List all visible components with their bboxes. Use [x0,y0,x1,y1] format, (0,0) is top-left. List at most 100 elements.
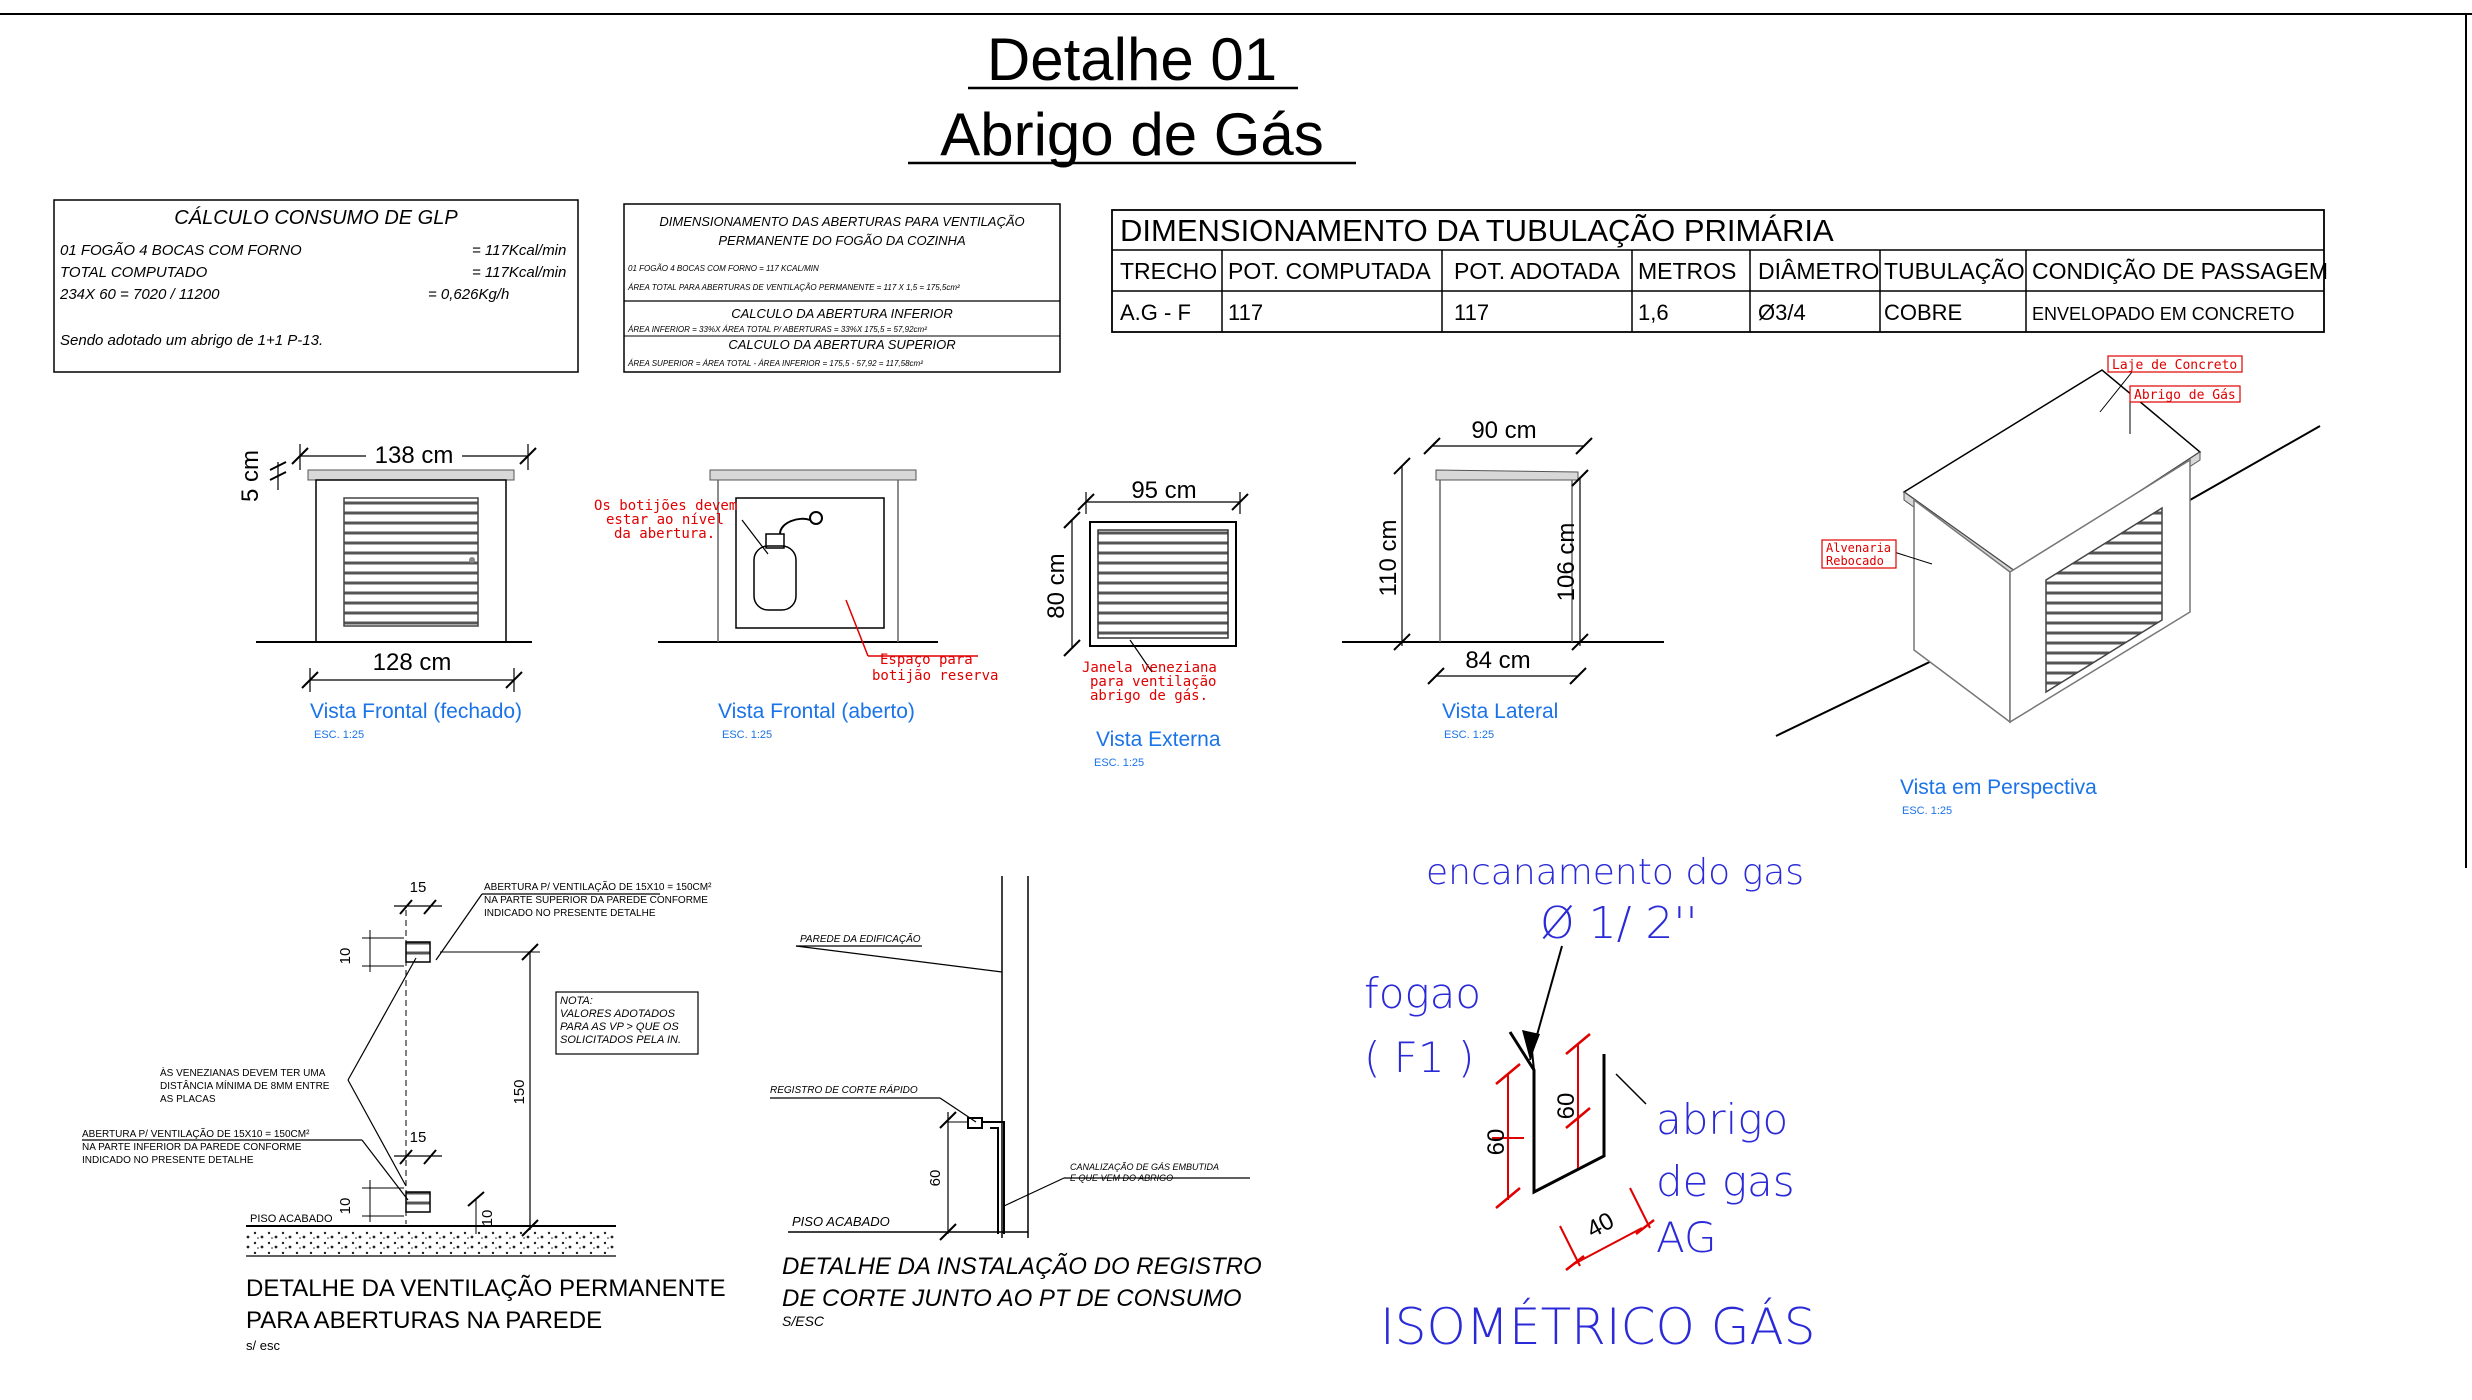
glp-heading: CÁLCULO CONSUMO DE GLP [174,206,458,229]
pipe-header-metros: METROS [1638,258,1736,284]
pipe-header-diametro: DIÂMETRO [1758,258,1879,284]
front-open-note2-l2: botijão reserva [872,668,998,684]
perspective-tag-laje: Laje de Concreto [2112,358,2237,373]
glp-row-3-value: = 0,626Kg/h [428,286,509,303]
iso-dim-60-left: 60 [1483,1129,1510,1156]
drawing-title-line1: Detalhe 01 [987,26,1277,93]
vent-callout-top-l3: INDICADO NO PRESENTE DETALHE [484,908,656,919]
pipe-cell-tubulacao: COBRE [1884,300,1962,325]
openings-superior-text: ÁREA SUPERIOR = ÁREA TOTAL - ÁREA INFERI… [627,359,923,368]
iso-shelter-label-l1: abrigo [1656,1095,1788,1144]
vent-distance-l3: AS PLACAS [160,1094,216,1105]
vent-callout-bottom-l2: NA PARTE INFERIOR DA PAREDE CONFORME [82,1142,302,1153]
vent-dim-15-bottom: 15 [410,1129,427,1146]
iso-stove-label-l2: ( F1 ) [1364,1033,1474,1082]
external-dim-top: 95 cm [1131,477,1196,504]
openings-inferior-text: ÁREA INFERIOR = 33%X ÁREA TOTAL P/ ABERT… [627,325,927,334]
vent-dim-10-top: 10 [337,948,354,965]
front-open-scale: ESC. 1:25 [722,729,772,741]
valve-dim-60: 60 [927,1170,944,1187]
drawing-title-line2: Abrigo de Gás [940,101,1324,168]
vent-dim-10-floor: 10 [479,1210,496,1227]
front-open-note1-l2: estar ao nível [606,512,724,528]
iso-pipe-label-l2: Ø 1/ 2'' [1540,898,1698,949]
pipe-cell-pot-adotada: 117 [1454,300,1489,325]
side-dim-top: 90 cm [1471,417,1536,444]
detail-permanent-ventilation: 15 10 ABERTURA P/ VENTILAÇÃO DE 15X10 = … [82,879,726,1353]
vent-dim-15-top: 15 [410,879,427,896]
glp-row-1-value: = 117Kcal/min [472,242,566,259]
vent-distance-l1: ÀS VENEZIANAS DEVEM TER UMA [160,1066,326,1079]
front-closed-dim-side: 5 cm [237,450,264,502]
iso-pipe-label-l1: encanamento do gas [1426,852,1804,893]
external-note-l1: Janela veneziana [1082,660,1217,676]
openings-superior-title: CALCULO DA ABERTURA SUPERIOR [728,337,955,352]
isometric-gas: encanamento do gas Ø 1/ 2'' fogao ( F1 )… [1364,852,1815,1356]
front-closed-dim-bottom: 128 cm [373,649,452,676]
valve-title-l2: DE CORTE JUNTO AO PT DE CONSUMO [782,1285,1242,1312]
front-closed-dim-top: 138 cm [375,442,454,469]
pipe-header-condicao: CONDIÇÃO DE PASSAGEM [2032,258,2328,284]
vent-callout-bottom-l1: ABERTURA P/ VENTILAÇÃO DE 15X10 = 150CM² [82,1127,310,1140]
glp-row-2-label: TOTAL COMPUTADO [60,264,208,281]
pipe-cell-metros: 1,6 [1638,300,1669,325]
vent-callout-bottom-l3: INDICADO NO PRESENTE DETALHE [82,1155,254,1166]
pipe-cell-condicao: ENVELOPADO EM CONCRETO [2032,304,2294,324]
pipe-header-pot-computada: POT. COMPUTADA [1228,258,1431,284]
valve-scale: S/ESC [782,1313,825,1329]
side-scale: ESC. 1:25 [1444,729,1494,741]
openings-heading-2: PERMANENTE DO FOGÃO DA COZINHA [718,233,965,248]
front-closed-scale: ESC. 1:25 [314,729,364,741]
pipe-header-pot-adotada: POT. ADOTADA [1454,258,1620,284]
openings-inferior-title: CALCULO DA ABERTURA INFERIOR [731,306,953,321]
valve-pipe-label-l1: CANALIZAÇÃO DE GÁS EMBUTIDA [1070,1162,1219,1172]
vent-note-l3: PARA AS VP > QUE OS [560,1021,679,1033]
view-front-open: Os botijões devem estar ao nível da aber… [594,469,998,741]
side-title: Vista Lateral [1442,700,1558,723]
iso-title: ISOMÉTRICO GÁS [1380,1297,1815,1356]
glp-row-1-label: 01 FOGÃO 4 BOCAS COM FORNO [60,242,302,259]
front-open-title: Vista Frontal (aberto) [718,700,915,723]
valve-title-l1: DETALHE DA INSTALAÇÃO DO REGISTRO [782,1253,1262,1280]
vent-callout-top-l2: NA PARTE SUPERIOR DA PAREDE CONFORME [484,895,708,906]
pipe-header-trecho: TRECHO [1120,258,1217,284]
external-scale: ESC. 1:25 [1094,757,1144,769]
pipe-cell-trecho: A.G - F [1120,300,1191,325]
valve-registry-label: REGISTRO DE CORTE RÁPIDO [770,1083,918,1096]
vent-scale: s/ esc [246,1338,280,1353]
external-note-l3: abrigo de gás. [1090,688,1208,704]
glp-row-2-value: = 117Kcal/min [472,264,566,281]
vent-title-l1: DETALHE DA VENTILAÇÃO PERMANENTE [246,1275,726,1302]
openings-sizing-box: DIMENSIONAMENTO DAS ABERTURAS PARA VENTI… [623,203,1061,373]
valve-pipe-label-l2: E QUE VEM DO ABRIGO [1070,1173,1173,1183]
perspective-tag-alvenaria-l2: Rebocado [1826,554,1884,568]
valve-floor-label: PISO ACABADO [792,1214,890,1229]
vent-floor-label: PISO ACABADO [250,1213,333,1225]
view-external: 95 cm 80 cm Janela veneziana para ventil… [1043,477,1249,769]
front-open-note1-l1: Os botijões devem [594,498,737,514]
iso-shelter-label-l2: de gas [1656,1157,1795,1206]
perspective-tag-abrigo: Abrigo de Gás [2134,388,2236,403]
perspective-title: Vista em Perspectiva [1900,776,2097,799]
vent-note-l4: SOLICITADOS PELA IN. [560,1034,681,1046]
front-open-note1-l3: da abertura. [614,526,715,542]
pipe-cell-diametro: Ø3/4 [1758,300,1806,325]
openings-heading-1: DIMENSIONAMENTO DAS ABERTURAS PARA VENTI… [659,214,1024,229]
glp-consumption-box: CÁLCULO CONSUMO DE GLP 01 FOGÃO 4 BOCAS … [53,199,579,373]
detail-shutoff-valve: PAREDE DA EDIFICAÇÃO REGISTRO DE CORTE R… [770,876,1262,1329]
primary-pipe-table: DIMENSIONAMENTO DA TUBULAÇÃO PRIMÁRIA TR… [1111,209,2328,333]
iso-shelter-label-l3: AG [1656,1213,1717,1262]
vent-callout-top-l1: ABERTURA P/ VENTILAÇÃO DE 15X10 = 150CM² [484,880,712,893]
vent-note-l2: VALORES ADOTADOS [560,1008,676,1020]
iso-dim-40: 40 [1582,1207,1618,1243]
side-dim-bottom: 84 cm [1465,647,1530,674]
side-dim-right: 106 cm [1553,523,1580,602]
side-dim-left: 110 cm [1375,520,1402,597]
front-open-note2-l1: Espaço para [880,652,973,668]
external-dim-side: 80 cm [1043,553,1070,618]
iso-dim-60-right: 60 [1553,1093,1580,1120]
valve-wall-label: PAREDE DA EDIFICAÇÃO [800,932,921,945]
pipe-cell-pot-computada: 117 [1228,300,1263,325]
glp-note: Sendo adotado um abrigo de 1+1 P-13. [60,332,323,349]
vent-distance-l2: DISTÂNCIA MÍNIMA DE 8MM ENTRE [160,1079,330,1092]
